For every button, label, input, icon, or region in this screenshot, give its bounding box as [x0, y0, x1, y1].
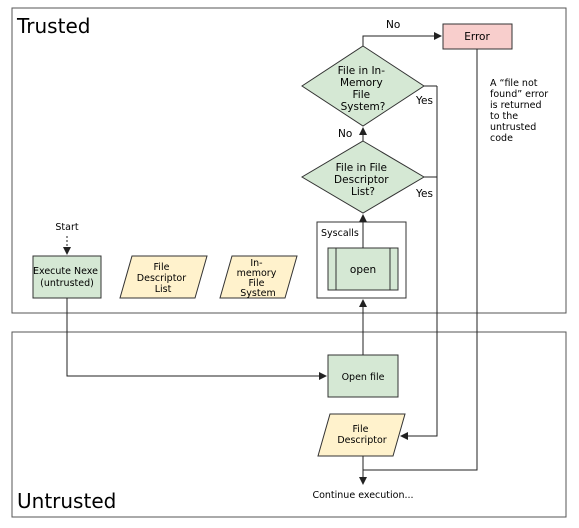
trusted-label: Trusted	[16, 14, 90, 38]
file-descriptor-label: File Descriptor	[337, 424, 386, 446]
edge-label-yes-top: Yes	[415, 95, 433, 107]
in-memory-file-system-shape	[219, 255, 298, 299]
open-syscall-box	[327, 247, 399, 291]
decision-fd-list-label: File in File Descriptor List?	[334, 162, 392, 198]
open-syscall-label: open	[350, 264, 376, 276]
execute-nexe-box	[32, 255, 102, 299]
open-file-label: Open file	[342, 372, 385, 383]
file-descriptor-list-label: File Descriptor List	[137, 262, 189, 295]
edge-nexe-to-open-file	[66, 298, 327, 380]
untrusted-region	[11, 331, 567, 518]
file-descriptor-list-shape	[119, 255, 208, 299]
decision-in-memory	[301, 45, 425, 127]
decision-in-memory-label: File in In- Memory File System?	[338, 65, 389, 113]
untrusted-label: Untrusted	[17, 489, 116, 513]
edge-yes-fd-to-descriptor	[400, 176, 438, 440]
edge-label-yes-mid: Yes	[415, 188, 433, 200]
continue-execution-label: Continue execution...	[312, 490, 413, 501]
trusted-region	[11, 7, 567, 314]
error-annotation: A “file not found” error is returned to …	[490, 78, 551, 144]
decision-fd-list	[301, 140, 425, 214]
in-memory-file-system-label: In- memory File System	[237, 258, 280, 299]
edge-error-to-continue	[363, 49, 478, 471]
edge-label-no-top: No	[386, 19, 400, 31]
edge-decision-mem-to-error	[362, 32, 442, 46]
edge-label-no-mid: No	[338, 128, 352, 140]
error-label: Error	[464, 31, 490, 43]
syscalls-label: Syscalls	[321, 228, 359, 239]
execute-nexe-label: Execute Nexe (untrusted)	[33, 266, 101, 289]
start-label: Start	[55, 222, 78, 233]
error-box	[442, 23, 513, 50]
file-descriptor-shape	[317, 413, 406, 457]
open-file-box	[327, 354, 399, 398]
